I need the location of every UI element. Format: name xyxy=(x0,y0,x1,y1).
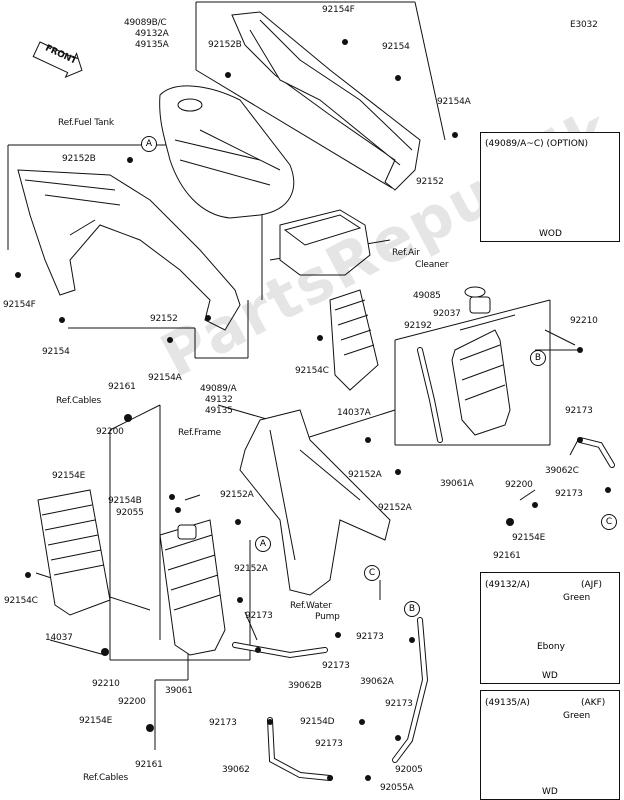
ref-cables-top-label[interactable]: Ref.Cables xyxy=(56,396,101,406)
part-label-49085[interactable]: 49085 xyxy=(413,291,441,301)
part-label-92154a-mid[interactable]: 92154A xyxy=(148,373,182,383)
part-label-92161-top[interactable]: 92161 xyxy=(108,382,136,392)
option-box-title: (49089/A~C) (OPTION) xyxy=(485,139,589,149)
callout-b-low[interactable]: B xyxy=(404,601,420,617)
part-label-92152a-low2[interactable]: 92152A xyxy=(234,564,268,574)
part-label-49132a-top[interactable]: 49132A xyxy=(135,29,169,39)
part-label-92173-low3[interactable]: 92173 xyxy=(315,739,343,749)
part-label-92154c-mid[interactable]: 92154C xyxy=(295,366,329,376)
part-label-39062[interactable]: 39062 xyxy=(222,765,250,775)
ajf-color-green: Green xyxy=(563,593,591,603)
part-label-92154e-right[interactable]: 92154E xyxy=(512,533,546,543)
part-label-39062c[interactable]: 39062C xyxy=(545,466,579,476)
part-label-92152a-right[interactable]: 92152A xyxy=(378,503,412,513)
ajf-box-footer: WD xyxy=(542,671,558,681)
part-label-39062a[interactable]: 39062A xyxy=(360,677,394,687)
air-cleaner-shape xyxy=(279,209,371,276)
part-label-49135[interactable]: 49135 xyxy=(205,406,233,416)
part-label-92055a[interactable]: 92055A xyxy=(380,783,414,793)
part-label-92154f-top[interactable]: 92154F xyxy=(322,5,355,15)
part-label-49135a-top[interactable]: 49135A xyxy=(135,40,169,50)
radiator-guard-left-shape xyxy=(37,489,111,616)
akf-color-green: Green xyxy=(563,711,591,721)
radiator-right-shape xyxy=(451,286,511,436)
part-label-92173-r2[interactable]: 92173 xyxy=(555,489,583,499)
part-label-92173-r1[interactable]: 92173 xyxy=(565,406,593,416)
part-label-92152-top[interactable]: 92152 xyxy=(416,177,444,187)
part-label-92173-mid[interactable]: 92173 xyxy=(322,661,350,671)
part-label-92200-right[interactable]: 92200 xyxy=(505,480,533,490)
akf-box-title: (49135/A) xyxy=(485,698,530,708)
part-label-92154a-top[interactable]: 92154A xyxy=(437,97,471,107)
part-label-92192[interactable]: 92192 xyxy=(404,321,432,331)
ref-cables-low-label[interactable]: Ref.Cables xyxy=(83,773,128,783)
part-label-92152a-mid[interactable]: 92152A xyxy=(348,470,382,480)
part-label-92005[interactable]: 92005 xyxy=(395,765,423,775)
ajf-box-region: (AJF) xyxy=(581,580,603,590)
part-label-92154e-left[interactable]: 92154E xyxy=(52,471,86,481)
callout-c-right[interactable]: C xyxy=(601,514,617,530)
part-label-92154d[interactable]: 92154D xyxy=(300,717,335,727)
ref-fuel-tank-label[interactable]: Ref.Fuel Tank xyxy=(58,118,114,128)
ajf-box-title: (49132/A) xyxy=(485,580,530,590)
option-box-footer: WOD xyxy=(539,229,562,239)
part-label-92154-top[interactable]: 92154 xyxy=(382,42,410,52)
part-label-92173-b[interactable]: 92173 xyxy=(356,632,384,642)
variant-box-49135-akf[interactable]: (49135/A) (AKF) Green WD xyxy=(480,690,620,800)
ref-air-cleaner-label-line2[interactable]: Cleaner xyxy=(415,260,449,270)
frame-shape xyxy=(239,409,391,596)
part-label-92152-mid[interactable]: 92152 xyxy=(150,314,178,324)
part-label-92152a-low[interactable]: 92152A xyxy=(220,490,254,500)
part-label-92173-low[interactable]: 92173 xyxy=(209,718,237,728)
part-label-92154f-left[interactable]: 92154F xyxy=(3,300,36,310)
part-label-39061a[interactable]: 39061A xyxy=(440,479,474,489)
radiator-left-shape xyxy=(159,519,226,656)
part-label-49089bc[interactable]: 49089B/C xyxy=(124,18,167,28)
part-label-39062b[interactable]: 39062B xyxy=(288,681,322,691)
part-label-92152b-top[interactable]: 92152B xyxy=(208,40,242,50)
part-label-14037[interactable]: 14037 xyxy=(45,633,73,643)
variant-box-49132-ajf[interactable]: (49132/A) (AJF) Green Ebony WD xyxy=(480,572,620,684)
part-label-92037[interactable]: 92037 xyxy=(433,309,461,319)
callout-a-top[interactable]: A xyxy=(141,136,157,152)
part-label-92210-right[interactable]: 92210 xyxy=(570,316,598,326)
option-box-49089[interactable]: (49089/A~C) (OPTION) WOD xyxy=(480,132,620,242)
part-label-92210-left[interactable]: 92210 xyxy=(92,679,120,689)
part-label-49089a[interactable]: 49089/A xyxy=(200,384,237,394)
part-label-39061[interactable]: 39061 xyxy=(165,686,193,696)
akf-box-region: (AKF) xyxy=(581,698,606,708)
part-label-92161-right[interactable]: 92161 xyxy=(493,551,521,561)
part-label-92200-top[interactable]: 92200 xyxy=(96,427,124,437)
radiator-guard-right-shape xyxy=(329,289,379,391)
callout-a-frame[interactable]: A xyxy=(255,536,271,552)
akf-box-footer: WD xyxy=(542,787,558,797)
fuel-tank-shape xyxy=(159,85,295,219)
part-label-92161-low[interactable]: 92161 xyxy=(135,760,163,770)
front-arrow xyxy=(32,41,83,79)
callout-c-pump[interactable]: C xyxy=(364,565,380,581)
part-label-92173-pump[interactable]: 92173 xyxy=(245,611,273,621)
shroud-upper-shape xyxy=(231,11,421,191)
part-label-49132[interactable]: 49132 xyxy=(205,395,233,405)
part-label-92154-left[interactable]: 92154 xyxy=(42,347,70,357)
part-label-92152b-left[interactable]: 92152B xyxy=(62,154,96,164)
ref-frame-label[interactable]: Ref.Frame xyxy=(178,428,222,438)
part-label-92154c-left[interactable]: 92154C xyxy=(4,596,38,606)
part-label-92154e-low[interactable]: 92154E xyxy=(79,716,113,726)
part-label-14037a[interactable]: 14037A xyxy=(337,408,371,418)
part-label-92200-low[interactable]: 92200 xyxy=(118,697,146,707)
part-label-92154b[interactable]: 92154B xyxy=(108,496,142,506)
ref-water-pump-label-line2[interactable]: Pump xyxy=(315,612,340,622)
callout-b-right[interactable]: B xyxy=(530,350,546,366)
ref-air-cleaner-label-line1[interactable]: Ref.Air xyxy=(392,248,420,258)
part-label-92173-low2[interactable]: 92173 xyxy=(385,699,413,709)
part-label-92055[interactable]: 92055 xyxy=(116,508,144,518)
shroud-left-shape xyxy=(17,169,241,331)
diagram-code: E3032 xyxy=(570,20,598,30)
ref-water-pump-label-line1[interactable]: Ref.Water xyxy=(290,601,332,611)
ajf-color-ebony: Ebony xyxy=(537,642,565,652)
